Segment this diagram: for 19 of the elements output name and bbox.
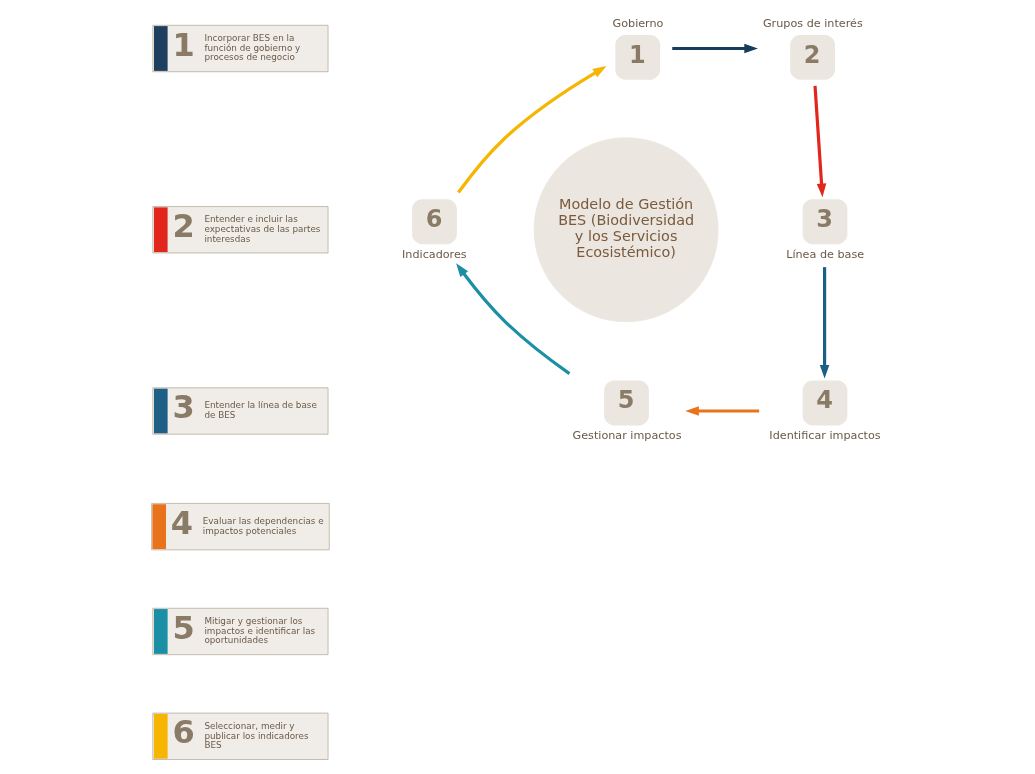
node-box: 1 <box>615 34 661 80</box>
node-label: Gobierno <box>612 17 664 31</box>
node-box: 3 <box>802 199 848 245</box>
node-label: Gestionar impactos <box>572 429 682 443</box>
arrow <box>456 263 571 375</box>
arrow <box>672 43 758 54</box>
node-circle: Modelo de Gestión BES (Biodiversidad y los Servicios Ecosistémico) <box>533 137 719 323</box>
node-label: Línea de base <box>786 247 865 261</box>
node-box: 2 <box>790 34 835 80</box>
arrow <box>813 85 827 198</box>
node-label: Grupos de interés <box>762 17 863 31</box>
node-box: 6 <box>412 199 457 245</box>
node-label: Indicadores <box>402 247 467 261</box>
node-label: Identificar impactos <box>769 429 881 443</box>
arrow <box>819 267 830 379</box>
node-box: 5 <box>604 380 649 426</box>
node-box: 4 <box>802 380 848 426</box>
arrow <box>457 66 607 194</box>
arrow <box>685 406 760 416</box>
